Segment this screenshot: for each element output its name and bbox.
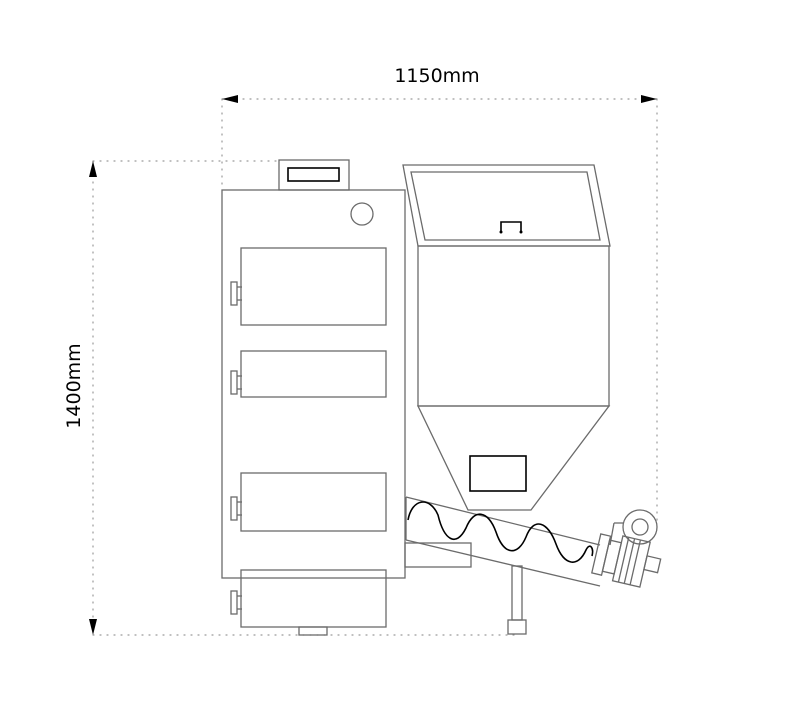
flue-outlet-slot — [287, 167, 340, 182]
hopper-lid-inner — [410, 171, 601, 241]
door-handle — [230, 590, 242, 615]
auger-tube-bottom — [405, 539, 601, 587]
door-handle — [230, 496, 242, 521]
drive-motor — [591, 509, 662, 588]
motor-pulley-hub — [631, 518, 649, 536]
hopper-lid — [402, 164, 611, 247]
support-foot — [507, 619, 527, 635]
height-arrow-bottom — [89, 619, 97, 635]
motor-pulley — [622, 509, 658, 545]
auger-screw-icon — [407, 501, 594, 563]
water-connection-bottom — [298, 626, 328, 636]
motor-flange — [591, 533, 612, 576]
door-handle — [230, 370, 242, 395]
fuel-hopper — [402, 164, 611, 511]
height-dimension-label: 1400mm — [63, 343, 85, 428]
door-handle — [230, 281, 242, 306]
width-dimension-label: 1150mm — [394, 65, 479, 87]
motor-shaft — [643, 555, 662, 574]
burner-connector — [404, 542, 472, 568]
height-dimension: 1400mm — [63, 160, 519, 636]
width-arrow-left — [222, 95, 238, 103]
thermometer-gauge — [350, 202, 374, 226]
inspection-window — [469, 455, 527, 492]
boiler-body — [221, 159, 472, 636]
auger-tube-top — [405, 496, 601, 546]
height-arrow-top — [89, 161, 97, 177]
hopper-cone — [416, 405, 611, 511]
upper-door — [240, 247, 387, 326]
lid-handle-icon — [500, 221, 522, 231]
hopper-body — [417, 245, 610, 407]
boiler-housing — [221, 189, 406, 579]
auger-feeder — [405, 496, 601, 635]
width-dimension: 1150mm — [221, 65, 658, 521]
width-arrow-right — [641, 95, 657, 103]
middle-door — [240, 350, 387, 398]
lower-door — [240, 472, 387, 532]
support-leg — [511, 565, 523, 621]
